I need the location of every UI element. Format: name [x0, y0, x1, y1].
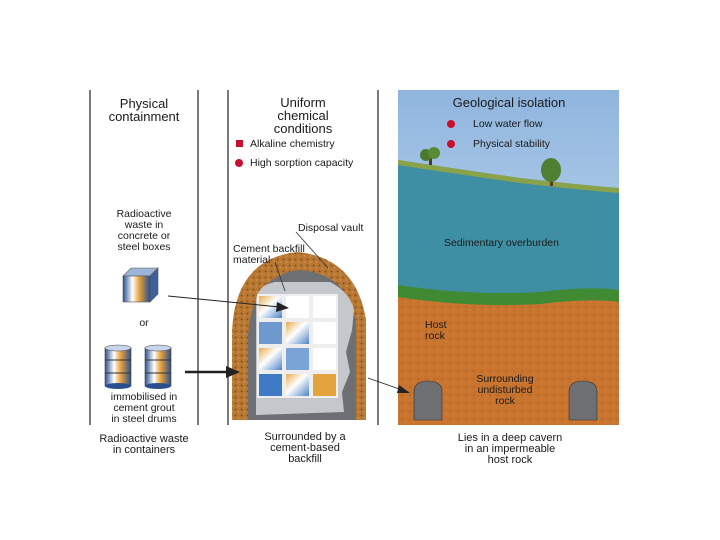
disposal-vault	[232, 252, 366, 420]
arrow-drums-to-vault	[185, 366, 240, 378]
panel3-caption: Lies in a deep cavern in an impermeable …	[457, 432, 563, 466]
bullet-dot	[235, 159, 243, 167]
panel-chemical-conditions	[227, 90, 379, 425]
box-label: Radioactive waste in concrete or steel b…	[116, 208, 172, 254]
vault-label: Disposal vault	[298, 222, 364, 234]
host-rock-label: Host rock	[425, 319, 447, 343]
panel1-title: Physical containment	[108, 96, 180, 124]
bullet-alkaline: Alkaline chemistry	[250, 138, 335, 150]
panel-geological-isolation	[398, 90, 619, 425]
undisturbed-rock-label: Surrounding undisturbed rock	[476, 373, 534, 408]
panel-physical-containment	[89, 90, 199, 425]
or-label: or	[139, 317, 149, 329]
panel1-caption: Radioactive waste in containers	[99, 433, 189, 456]
waste-box	[122, 267, 159, 303]
arrow-vault-to-cavern	[367, 377, 410, 393]
tree-icon	[420, 147, 440, 165]
drum-label: immobilised in cement grout in steel dru…	[110, 391, 178, 426]
steel-drum-left	[104, 344, 132, 389]
backfill-label: Cement backfill material	[233, 243, 305, 267]
bullet-dot	[447, 140, 455, 148]
bullet-stability: Physical stability	[473, 138, 551, 150]
panel2-title: Uniform chemical conditions	[273, 95, 333, 136]
bullet-dot	[447, 120, 455, 128]
cavern-right	[568, 380, 598, 421]
bullet-sorption: High sorption capacity	[250, 157, 354, 169]
bullet-low-water: Low water flow	[473, 118, 543, 130]
cavern-left	[413, 380, 443, 421]
panel2-caption: Surrounded by a cement-based backfill	[264, 431, 346, 465]
waste-grid	[257, 294, 338, 398]
bullet-square	[236, 140, 243, 147]
overburden-label: Sedimentary overburden	[444, 237, 559, 249]
tree-icon	[541, 158, 561, 186]
arrow-box-to-vault	[167, 295, 289, 312]
panel3-title: Geological isolation	[452, 95, 566, 110]
steel-drum-right	[144, 344, 172, 389]
